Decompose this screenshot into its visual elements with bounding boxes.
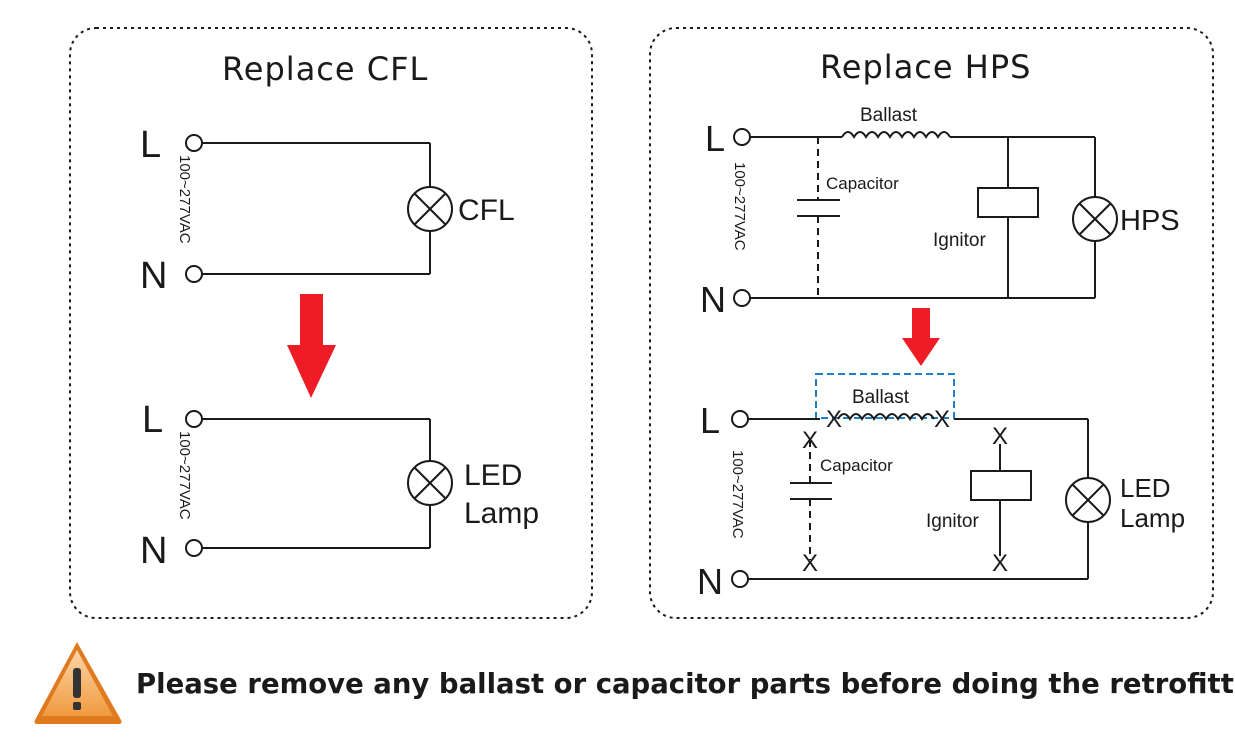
- hps-before-ballast-label: Ballast: [860, 105, 918, 126]
- down-arrow-icon: [902, 308, 940, 366]
- cut-mark-icon: X: [992, 550, 1008, 577]
- hps-panel-frame: [649, 27, 1214, 619]
- hps-after-capacitor-label: Capacitor: [820, 456, 893, 475]
- hps-after-ignitor-label: Ignitor: [926, 511, 979, 532]
- terminal-n: [731, 570, 749, 588]
- cfl-before-circuit: [185, 134, 453, 283]
- hps-before-lamp-label: HPS: [1120, 205, 1180, 237]
- cfl-panel-title: Replace CFL: [222, 50, 429, 88]
- hps-after-l-label: L: [700, 400, 720, 441]
- cfl-after-lamp-label-1: LED: [464, 459, 522, 492]
- hps-after-ballast-label: Ballast: [852, 387, 910, 408]
- lamp-symbol-icon: [407, 460, 453, 506]
- cfl-before-lamp-label: CFL: [458, 194, 515, 227]
- cut-mark-icon: X: [802, 427, 818, 454]
- lamp-symbol-icon: [1065, 477, 1111, 523]
- ballast-coil-icon: [837, 413, 935, 421]
- cfl-after-n-label: N: [140, 530, 167, 572]
- lamp-symbol-icon: [407, 186, 453, 232]
- ballast-coil-icon: [841, 131, 951, 139]
- hps-before-voltage: 100~277VAC: [731, 162, 748, 251]
- lamp-symbol-icon: [1072, 196, 1118, 242]
- terminal-l: [733, 128, 751, 146]
- terminal-n: [733, 289, 751, 307]
- cfl-after-circuit: [185, 410, 453, 557]
- hps-panel-title: Replace HPS: [820, 48, 1032, 86]
- hps-before-circuit: [733, 128, 1118, 307]
- terminal-l: [185, 134, 203, 152]
- terminal-l: [731, 410, 749, 428]
- warning-text: Please remove any ballast or capacitor p…: [136, 668, 1235, 700]
- hps-after-voltage: 100~277VAC: [729, 450, 746, 539]
- cut-marks: X X X X X X: [802, 406, 1008, 577]
- cfl-after-voltage: 100~277VAC: [176, 431, 193, 520]
- hps-before-l-label: L: [705, 118, 725, 159]
- cfl-after-l-label: L: [142, 399, 163, 441]
- ignitor-symbol-icon: [970, 470, 1032, 501]
- cut-mark-icon: X: [826, 406, 842, 433]
- cut-mark-icon: X: [802, 550, 818, 577]
- hps-before-n-label: N: [700, 279, 726, 320]
- cut-mark-icon: X: [934, 406, 950, 433]
- terminal-n: [185, 539, 203, 557]
- warning-triangle-icon: [34, 642, 122, 724]
- hps-after-circuit: [731, 410, 1111, 588]
- cfl-before-voltage: 100~277VAC: [176, 155, 193, 244]
- warning-banner: Please remove any ballast or capacitor p…: [33, 638, 1235, 728]
- hps-after-lamp-label-2: Lamp: [1120, 503, 1185, 533]
- cfl-after-lamp-label-2: Lamp: [464, 497, 539, 530]
- down-arrow-icon: [287, 294, 336, 398]
- cfl-panel-frame: [69, 27, 593, 619]
- hps-before-capacitor-label: Capacitor: [826, 174, 899, 193]
- hps-before-ignitor-label: Ignitor: [933, 230, 986, 251]
- terminal-l: [185, 410, 203, 428]
- cfl-before-l-label: L: [140, 124, 161, 166]
- hps-after-lamp-label-1: LED: [1120, 473, 1171, 503]
- capacitor-symbol-icon: [790, 440, 832, 560]
- cfl-before-n-label: N: [140, 255, 167, 297]
- cut-mark-icon: X: [992, 423, 1008, 450]
- terminal-n: [185, 265, 203, 283]
- capacitor-symbol-icon: [797, 137, 840, 298]
- hps-after-n-label: N: [697, 561, 723, 602]
- ignitor-symbol-icon: [977, 187, 1039, 218]
- ballast-highlight-box: [815, 373, 955, 419]
